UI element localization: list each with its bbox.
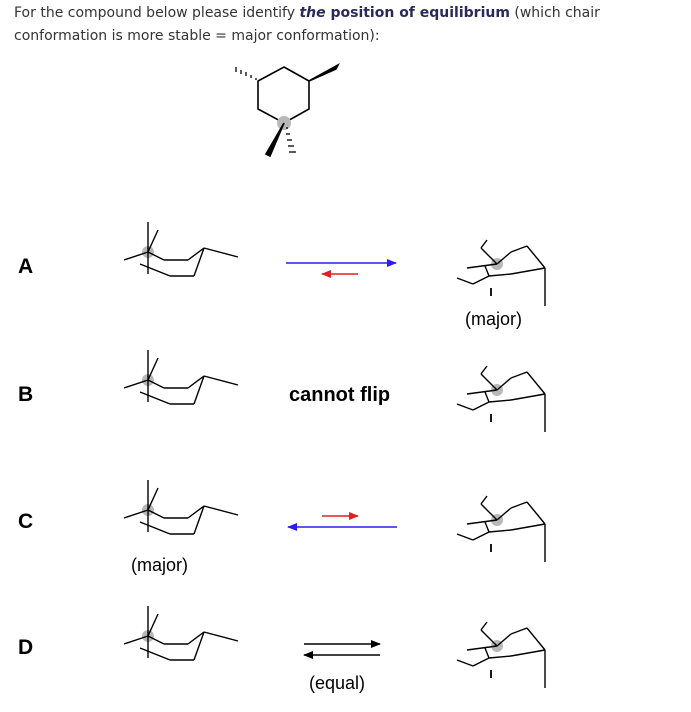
question-text: For the compound below please identify t…	[14, 5, 600, 44]
chair-B-left	[123, 349, 239, 405]
option-letter-A[interactable]: A	[18, 255, 34, 278]
chair-C-right	[456, 495, 546, 563]
molecule-structure	[235, 63, 340, 158]
note-B-cannot-flip: cannot flip	[289, 384, 391, 406]
option-letter-D[interactable]: D	[18, 636, 34, 659]
equilibrium-arrows-A	[286, 259, 397, 278]
chair-D-right	[456, 621, 546, 689]
chair-A-left	[123, 221, 239, 277]
chair-C-left	[123, 479, 239, 535]
option-letter-B[interactable]: B	[18, 383, 34, 406]
equilibrium-arrows-C	[287, 512, 397, 531]
note-D-equal: (equal)	[309, 673, 366, 693]
chair-A-right	[456, 239, 546, 307]
chair-B-right	[456, 365, 546, 433]
note-C-major: (major)	[131, 555, 188, 575]
option-letter-C[interactable]: C	[18, 510, 34, 533]
note-A-major: (major)	[465, 309, 522, 329]
equilibrium-arrows-D	[303, 640, 381, 659]
chair-D-left	[123, 605, 239, 661]
